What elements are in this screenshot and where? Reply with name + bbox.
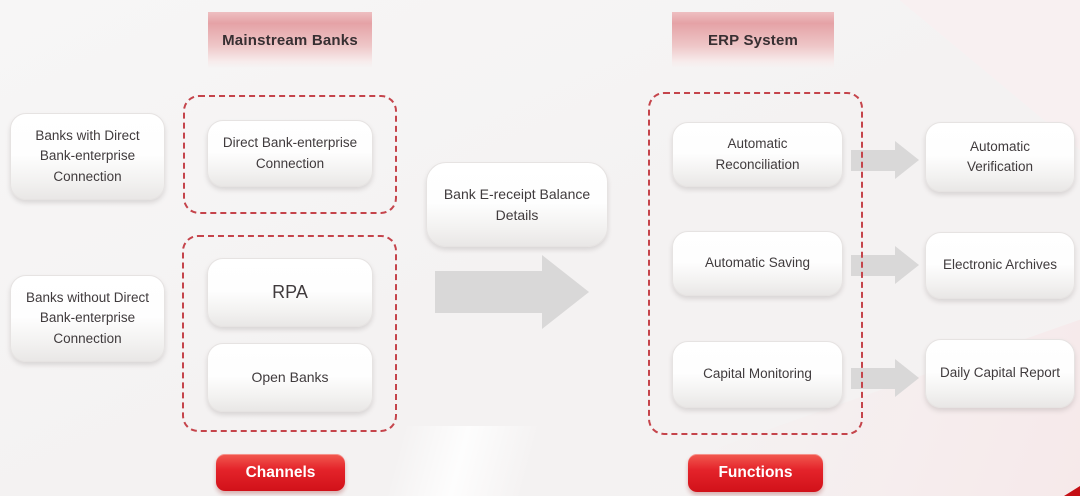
node-electronic-archives: Electronic Archives [925, 232, 1075, 299]
saving-right-arrow-icon [851, 255, 895, 276]
channels-badge-button: Channels [216, 454, 345, 491]
monitoring-right-arrow-head-icon [895, 359, 919, 397]
node-bank-ereceipt-balance-details: Bank E-receipt Balance Details [426, 162, 608, 247]
node-banks-without-direct: Banks without Direct Bank-enterprise Con… [10, 275, 165, 362]
node-automatic-reconciliation: Automatic Reconciliation [672, 122, 843, 187]
node-automatic-saving: Automatic Saving [672, 231, 843, 296]
node-banks-with-direct: Banks with Direct Bank-enterprise Connec… [10, 113, 165, 200]
main-flow-right-arrow-icon [435, 271, 543, 313]
node-direct-bank-enterprise-connection: Direct Bank-enterprise Connection [207, 120, 373, 187]
functions-badge-button: Functions [688, 454, 823, 492]
header-erp-system: ERP System [672, 12, 834, 68]
corner-accent [1064, 486, 1080, 496]
background-highlight-band [320, 426, 600, 496]
reconciliation-right-arrow-head-icon [895, 141, 919, 179]
node-daily-capital-report: Daily Capital Report [925, 339, 1075, 408]
main-flow-right-arrow-head-icon [542, 255, 589, 329]
header-mainstream-banks: Mainstream Banks [208, 12, 372, 68]
node-rpa: RPA [207, 258, 373, 327]
saving-right-arrow-head-icon [895, 246, 919, 284]
node-automatic-verification: Automatic Verification [925, 122, 1075, 192]
monitoring-right-arrow-icon [851, 368, 895, 389]
node-open-banks: Open Banks [207, 343, 373, 412]
reconciliation-right-arrow-icon [851, 150, 895, 171]
node-capital-monitoring: Capital Monitoring [672, 341, 843, 408]
